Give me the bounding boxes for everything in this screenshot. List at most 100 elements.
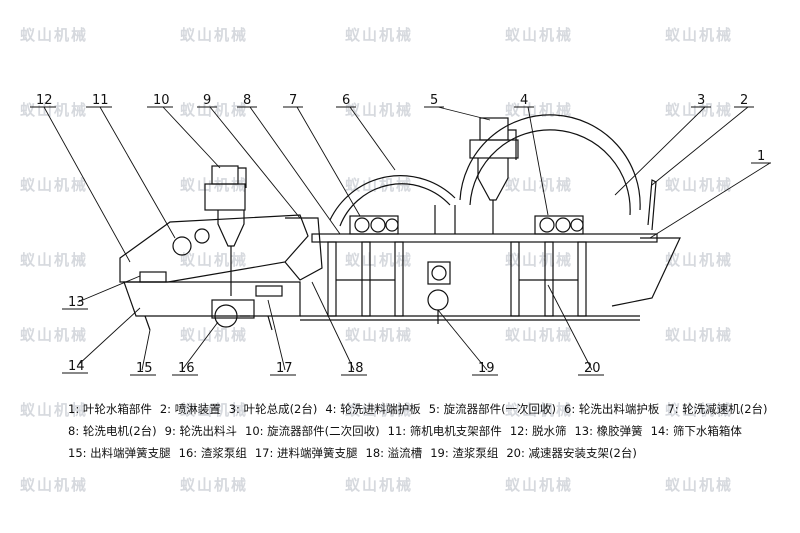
callout-number: 5 <box>430 93 438 108</box>
wheel-right-arc <box>459 114 641 211</box>
wheel-left-inner <box>339 183 451 227</box>
callout-number: 6 <box>342 93 350 108</box>
watermark-text: 蚁山机械 <box>20 476 88 494</box>
slurry-pump-left <box>211 299 255 328</box>
callout-number: 13 <box>68 295 85 310</box>
leader-lines <box>43 106 771 371</box>
watermark-text: 蚁山机械 <box>180 176 248 194</box>
legend-item: 4: 轮洗进料端护板 <box>325 402 421 416</box>
wheel-right-inner <box>469 129 631 216</box>
main-frame-rail <box>311 233 658 243</box>
watermark-text: 蚁山机械 <box>345 26 413 44</box>
watermark-text: 蚁山机械 <box>180 101 248 119</box>
legend-item: 13: 橡胶弹簧 <box>574 424 643 438</box>
legend-item: 9: 轮洗出料斗 <box>164 424 237 438</box>
watermark-text: 蚁山机械 <box>665 326 733 344</box>
watermark-text: 蚁山机械 <box>505 476 573 494</box>
watermark-text: 蚁山机械 <box>20 326 88 344</box>
watermark-text: 蚁山机械 <box>345 176 413 194</box>
callout-number: 4 <box>520 93 528 108</box>
watermark-text: 蚁山机械 <box>180 326 248 344</box>
wheel-left-arc <box>329 175 456 221</box>
legend-item: 1: 叶轮水箱部件 <box>68 402 152 416</box>
frame-legs <box>327 241 587 317</box>
watermark-text: 蚁山机械 <box>505 26 573 44</box>
callout-number: 17 <box>276 361 293 376</box>
watermark-text: 蚁山机械 <box>345 326 413 344</box>
legend-row: 15: 出料端弹簧支腿 16: 渣浆泵组 17: 进料端弹簧支腿 18: 溢流槽 19:… <box>68 442 788 464</box>
spring-leg <box>144 315 151 331</box>
watermark-text: 蚁山机械 <box>20 401 88 419</box>
watermark-text: 蚁山机械 <box>20 251 88 269</box>
watermark-text: 蚁山机械 <box>505 251 573 269</box>
watermark-text: 蚁山机械 <box>505 326 573 344</box>
watermark-text: 蚁山机械 <box>180 251 248 269</box>
underflow-tank <box>123 281 301 317</box>
legend-row: 1: 叶轮水箱部件 2: 喷淋装置 3: 叶轮总成(2台) 4: 轮洗进料端护板 5: … <box>68 398 788 420</box>
parts-legend: 1: 叶轮水箱部件 2: 喷淋装置 3: 叶轮总成(2台) 4: 轮洗进料端护板 5: … <box>68 398 788 464</box>
watermark-text: 蚁山机械 <box>180 476 248 494</box>
legend-item: 17: 进料端弹簧支腿 <box>254 446 358 460</box>
rubber-spring <box>255 285 283 297</box>
discharge-hopper <box>284 217 323 281</box>
callout-number: 9 <box>203 93 211 108</box>
watermark-layer: 蚁山机械蚁山机械蚁山机械蚁山机械蚁山机械蚁山机械蚁山机械蚁山机械蚁山机械蚁山机械… <box>20 26 733 494</box>
legend-item: 11: 筛机电机支架部件 <box>387 424 502 438</box>
legend-item: 16: 渣浆泵组 <box>178 446 247 460</box>
watermark-text: 蚁山机械 <box>665 26 733 44</box>
cyclone-primary <box>469 117 519 234</box>
watermark-text: 蚁山机械 <box>665 251 733 269</box>
watermark-text: 蚁山机械 <box>505 176 573 194</box>
watermark-text: 蚁山机械 <box>665 401 733 419</box>
legend-item: 12: 脱水筛 <box>509 424 567 438</box>
watermark-text: 蚁山机械 <box>180 26 248 44</box>
reducer-left <box>349 215 399 235</box>
callout-number: 8 <box>243 93 251 108</box>
legend-item: 3: 叶轮总成(2台) <box>228 402 318 416</box>
legend-item: 14: 筛下水箱箱体 <box>650 424 742 438</box>
legend-item: 8: 轮洗电机(2台) <box>68 424 157 438</box>
watermark-text: 蚁山机械 <box>665 101 733 119</box>
callout-number: 15 <box>136 361 153 376</box>
callout-number: 3 <box>697 93 705 108</box>
callout-number: 1 <box>757 149 765 164</box>
watermark-text: 蚁山机械 <box>180 401 248 419</box>
legend-item: 5: 旋流器部件(一次回收) <box>428 402 557 416</box>
legend-item: 2: 喷淋装置 <box>159 402 221 416</box>
watermark-text: 蚁山机械 <box>665 476 733 494</box>
legend-item: 15: 出料端弹簧支腿 <box>68 446 171 460</box>
spray-bracket <box>647 179 657 231</box>
callout-number: 14 <box>68 359 85 374</box>
callout-number: 16 <box>178 361 195 376</box>
legend-item: 10: 旋流器部件(二次回收) <box>245 424 380 438</box>
legend-item: 19: 渣浆泵组 <box>430 446 499 460</box>
callout-number: 11 <box>92 93 109 108</box>
legend-item: 6: 轮洗出料端护板 <box>564 402 660 416</box>
spring-leg-2 <box>267 315 273 331</box>
callout-number: 10 <box>153 93 170 108</box>
callout-number: 18 <box>347 361 364 376</box>
rubber-spring-2 <box>139 271 167 283</box>
watermark-text: 蚁山机械 <box>665 176 733 194</box>
callout-number: 19 <box>478 361 495 376</box>
watermark-text: 蚁山机械 <box>345 401 413 419</box>
watermark-text: 蚁山机械 <box>345 101 413 119</box>
callout-number: 12 <box>36 93 53 108</box>
legend-item: 20: 减速器安装支架(2台) <box>506 446 637 460</box>
screen-motor <box>172 236 192 256</box>
legend-item: 7: 轮洗减速机(2台) <box>667 402 768 416</box>
reducer-right <box>534 215 584 235</box>
legend-row: 8: 轮洗电机(2台) 9: 轮洗出料斗 10: 旋流器部件(二次回收) 11: 筛机… <box>68 420 788 442</box>
watermark-text: 蚁山机械 <box>20 176 88 194</box>
callout-number: 2 <box>740 93 748 108</box>
watermark-text: 蚁山机械 <box>505 401 573 419</box>
watermark-text: 蚁山机械 <box>345 476 413 494</box>
legend-item: 18: 溢流槽 <box>365 446 423 460</box>
machine-outline <box>119 114 681 331</box>
screen-motor-2 <box>194 228 210 244</box>
callout-number: 7 <box>289 93 297 108</box>
slurry-pump-right <box>427 261 451 324</box>
